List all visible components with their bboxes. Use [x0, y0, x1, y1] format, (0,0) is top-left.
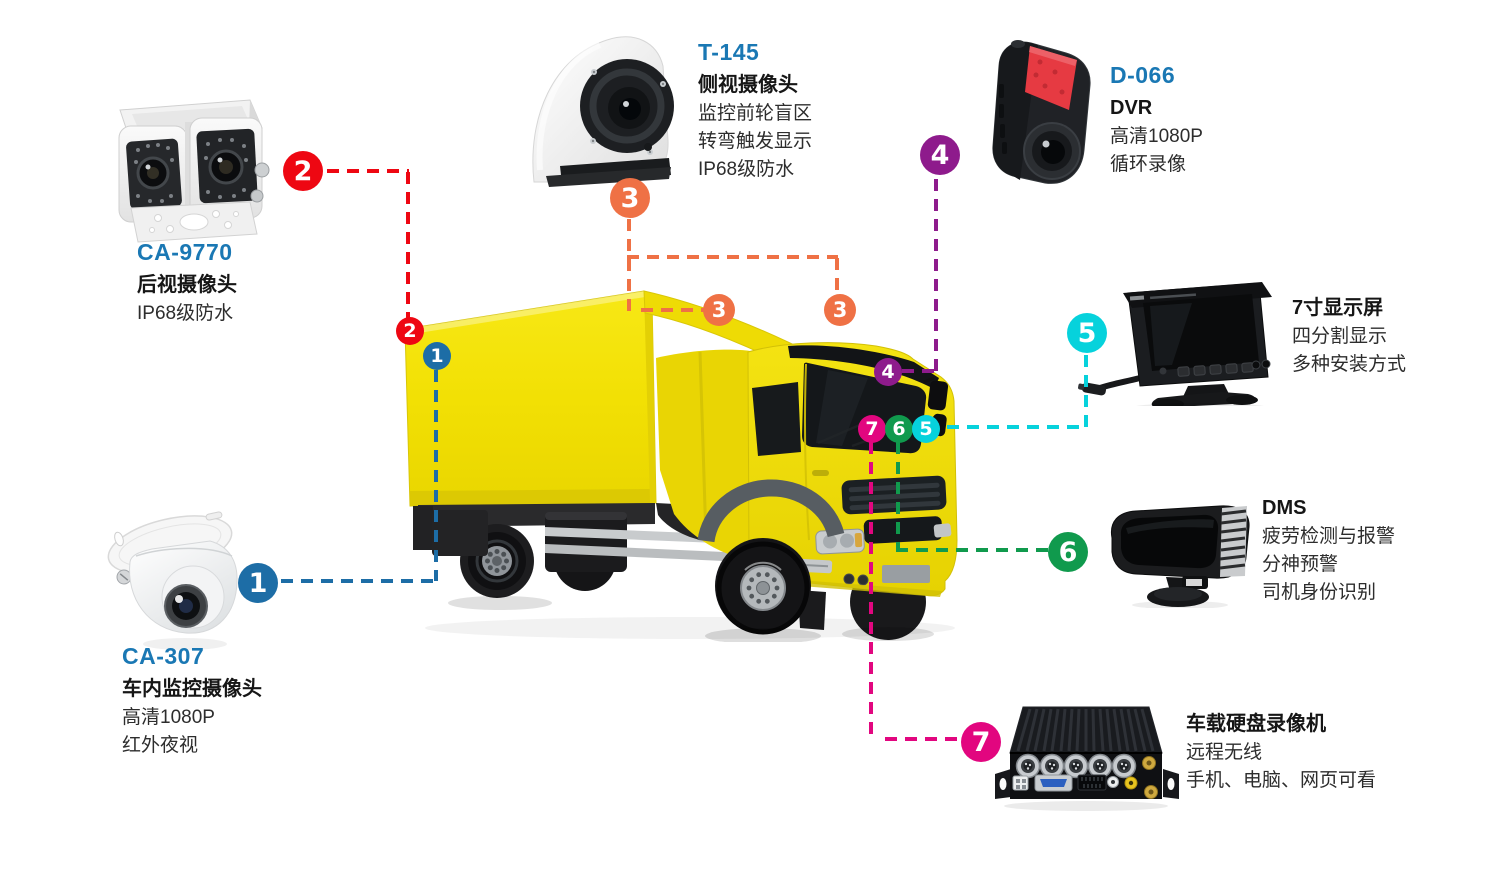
- d066-code: D-066: [1110, 62, 1176, 88]
- truck-marker-6: 6: [885, 415, 913, 443]
- d066-name: DVR: [1110, 97, 1153, 119]
- product-marker-2: 2: [283, 151, 323, 191]
- truck-marker-3a: 3: [703, 294, 735, 326]
- ca9770-code: CA-9770: [137, 239, 233, 265]
- ca307-info: CA-307 车内监控摄像头 高清1080P 红外夜视: [122, 641, 262, 760]
- mdvr-feature: 远程无线: [1186, 742, 1263, 763]
- truck-illustration: [404, 290, 958, 642]
- truck-marker-5: 5: [912, 415, 940, 443]
- connector-3-vertical-main: [627, 219, 631, 311]
- ca9770-rear-camera-image: [118, 99, 270, 243]
- t145-side-camera-image: [532, 36, 674, 187]
- connector-3-horizontal-branch: [627, 255, 838, 259]
- t145-name: 侧视摄像头: [698, 74, 798, 96]
- monitor-7inch-image: [1078, 282, 1272, 406]
- monitor-feature: 四分割显示: [1292, 326, 1388, 347]
- product-marker-3: 3: [610, 178, 650, 218]
- product-marker-7: 7: [961, 722, 1001, 762]
- truck-marker-1: 1: [423, 342, 451, 370]
- t145-info: T-145 侧视摄像头 监控前轮盲区 转弯触发显示 IP68级防水: [698, 37, 812, 184]
- connector-5-horizontal: [947, 425, 1086, 429]
- t145-feature: 转弯触发显示: [698, 131, 813, 152]
- connector-1-horizontal: [281, 579, 435, 583]
- connector-2-horizontal: [327, 169, 409, 173]
- product-marker-5: 5: [1067, 313, 1107, 353]
- connector-7-horizontal: [885, 737, 962, 741]
- monitor-feature: 多种安装方式: [1292, 354, 1407, 375]
- monitor-name: 7寸显示屏: [1292, 297, 1384, 319]
- truck-marker-4: 4: [874, 358, 902, 386]
- ca9770-feature: IP68级防水: [137, 303, 234, 324]
- dms-camera-image: [1110, 505, 1250, 608]
- ca307-feature: 红外夜视: [122, 735, 199, 756]
- dms-feature: 分神预警: [1262, 554, 1339, 575]
- truck-marker-2: 2: [396, 317, 424, 345]
- connector-7-vertical: [869, 442, 873, 741]
- dms-info: DMS 疲劳检测与报警 分神预警 司机身份识别: [1262, 494, 1395, 607]
- ca307-feature: 高清1080P: [122, 707, 215, 728]
- t145-code: T-145: [698, 39, 760, 65]
- ca9770-info: CA-9770 后视摄像头 IP68级防水: [137, 237, 237, 328]
- d066-dvr-camera-image: [992, 40, 1091, 184]
- ca307-code: CA-307: [122, 643, 205, 669]
- connector-2-vertical: [406, 172, 410, 318]
- d066-info: D-066 DVR 高清1080P 循环录像: [1110, 60, 1203, 179]
- product-marker-4: 4: [920, 135, 960, 175]
- d066-feature: 循环录像: [1110, 154, 1187, 175]
- monitor-info: 7寸显示屏 四分割显示 多种安装方式: [1292, 294, 1406, 379]
- d066-feature: 高清1080P: [1110, 126, 1203, 147]
- dms-feature: 疲劳检测与报警: [1262, 526, 1396, 547]
- mdvr-name: 车载硬盘录像机: [1186, 713, 1326, 735]
- mobile-dvr-image: [995, 706, 1179, 811]
- connector-1-vertical: [434, 370, 438, 581]
- connector-4-vertical: [934, 179, 938, 371]
- truck-marker-7: 7: [858, 415, 886, 443]
- connector-3-horizontal-main: [641, 308, 705, 312]
- mdvr-feature: 手机、电脑、网页可看: [1186, 770, 1377, 791]
- connector-6-horizontal: [896, 548, 1049, 552]
- mdvr-info: 车载硬盘录像机 远程无线 手机、电脑、网页可看: [1186, 710, 1376, 795]
- connector-6-vertical: [896, 442, 900, 551]
- connector-5-vertical: [1084, 355, 1088, 428]
- product-marker-6: 6: [1048, 532, 1088, 572]
- connector-3-vertical-branch: [835, 258, 839, 296]
- t145-feature: 监控前轮盲区: [698, 103, 813, 124]
- truck-marker-3b: 3: [824, 294, 856, 326]
- connector-4-horizontal: [902, 369, 936, 373]
- dms-feature: 司机身份识别: [1262, 582, 1377, 603]
- product-marker-1: 1: [238, 563, 278, 603]
- ca307-name: 车内监控摄像头: [122, 678, 262, 700]
- ca307-dome-camera-image: [107, 511, 238, 650]
- t145-feature: IP68级防水: [698, 159, 795, 180]
- ca9770-name: 后视摄像头: [137, 274, 237, 296]
- dms-name: DMS: [1262, 497, 1307, 519]
